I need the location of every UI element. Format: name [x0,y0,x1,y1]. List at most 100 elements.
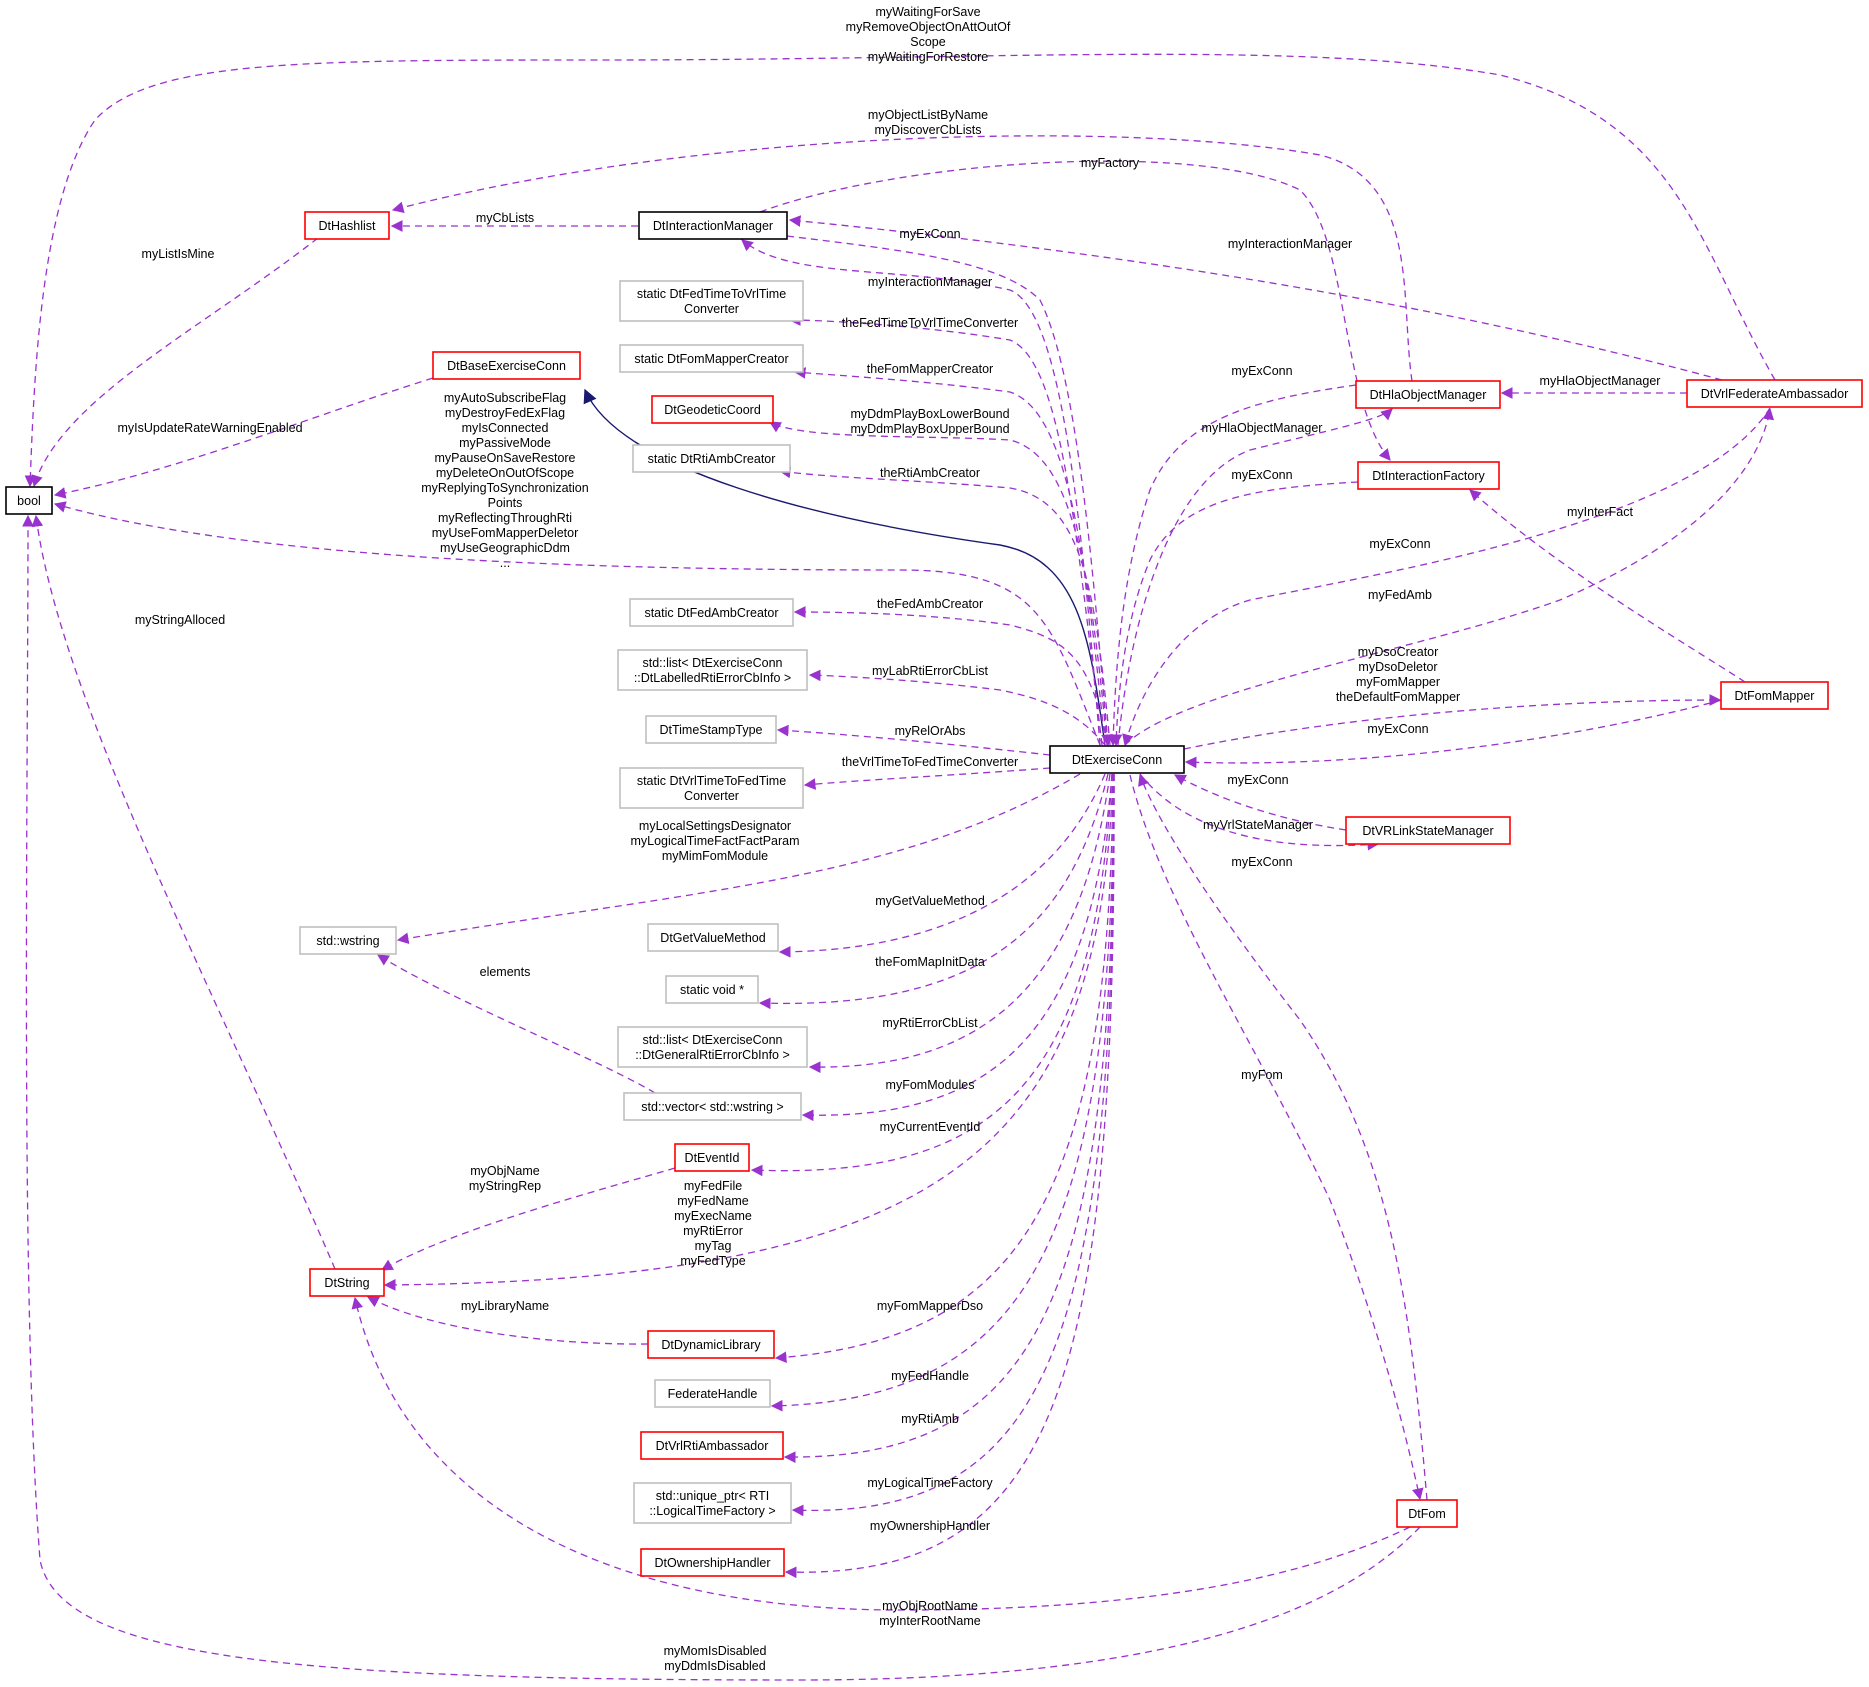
class-node-bool[interactable]: bool [5,486,53,515]
edge-label: myCurrentEventId [880,1120,981,1134]
class-node-box [640,1431,784,1460]
class-node-baseExerciseConn[interactable]: DtBaseExerciseConn [432,351,581,380]
edge-label: myListIsMine [142,247,215,261]
usage-edge [380,1167,676,1271]
class-node-vrLinkStateManager[interactable]: DtVRLinkStateManager [1345,816,1511,845]
class-node-box [309,1268,385,1297]
edge-label: myInteractionManager [1228,237,1352,251]
edge-label: myFomMapper [1356,675,1440,689]
edge-label: myIsConnected [462,421,549,435]
edge-label: myFedName [677,1194,749,1208]
edge-label: myExConn [1227,773,1288,787]
class-node-fomMapper[interactable]: DtFomMapper [1720,681,1829,710]
class-node-label: DtHlaObjectManager [1370,388,1487,402]
edge-label: myLabRtiErrorCbList [872,664,989,678]
class-node-box [638,211,788,240]
class-node-federateHandle[interactable]: FederateHandle [654,1379,771,1408]
edge-label: theFedTimeToVrlTimeConverter [842,316,1018,330]
class-node-dtString[interactable]: DtString [309,1268,385,1297]
class-node-vrlRtiAmbassador[interactable]: DtVrlRtiAmbassador [640,1431,784,1460]
edge-label: myInterRootName [879,1614,980,1628]
class-node-staticVoid[interactable]: static void * [665,975,759,1004]
class-node-ownershipHandler[interactable]: DtOwnershipHandler [640,1548,785,1577]
usage-edge [351,1296,1411,1611]
edge-label: myExConn [1369,537,1430,551]
edge-label: myMomIsDisabled [664,1644,767,1658]
usage-edge [759,160,1391,461]
edge-label: myRtiAmb [901,1412,959,1426]
class-node-box [1345,816,1511,845]
class-node-box [645,715,777,744]
edge-label: myReflectingThroughRti [438,511,572,525]
usage-edge [1107,384,1357,747]
class-node-fomMapperCreator[interactable]: static DtFomMapperCreator [619,344,804,373]
class-node-wstring[interactable]: std::wstring [299,926,397,955]
class-node-box [5,486,53,515]
edge-label: myTag [695,1239,732,1253]
edge-label: myDeleteOnOutOfScope [436,466,574,480]
class-node-label: Converter [684,302,739,316]
usage-edge [53,501,1101,746]
class-node-vrlFederateAmbassador[interactable]: DtVrlFederateAmbassador [1686,379,1863,408]
usage-edge [776,724,1051,756]
edge-label: Scope [910,35,945,49]
class-node-box [654,1379,771,1408]
edge-label: myDestroyFedExFlag [445,406,565,420]
edge-label: myFomMapperDso [877,1299,983,1313]
edge-label: myRtiErrorCbList [882,1016,978,1030]
class-node-box [619,344,804,373]
class-node-genList[interactable]: std::list< DtExerciseConn::DtGeneralRtiE… [617,1026,808,1068]
class-node-labList[interactable]: std::list< DtExerciseConn::DtLabelledRti… [617,649,808,691]
usage-edge [808,669,1106,746]
class-node-label: DtFomMapper [1735,689,1815,703]
class-node-fedAmbCreator[interactable]: static DtFedAmbCreator [629,598,794,627]
usage-edge [377,954,656,1094]
class-node-box [1355,380,1501,409]
class-node-interactionFactory[interactable]: DtInteractionFactory [1357,461,1500,490]
usage-edge [750,773,1113,1177]
usage-edge [1184,699,1723,769]
class-node-dtFom[interactable]: DtFom [1396,1499,1458,1528]
class-node-rtiAmbCreator[interactable]: static DtRtiAmbCreator [632,444,791,473]
class-node-hashlist[interactable]: DtHashlist [304,211,390,240]
edge-label: myCbLists [476,211,534,225]
usage-edge [383,773,1114,1291]
class-node-hlaObjectManager[interactable]: DtHlaObjectManager [1355,380,1501,409]
class-node-geodeticCoord[interactable]: DtGeodeticCoord [651,395,774,424]
class-node-box [617,649,808,691]
class-node-getValueMethod[interactable]: DtGetValueMethod [647,923,779,952]
class-node-wstringVector[interactable]: std::vector< std::wstring > [623,1092,802,1121]
edge-label: myFedAmb [1368,588,1432,602]
class-node-exerciseConn[interactable]: DtExerciseConn [1049,745,1185,774]
usage-edge [1129,774,1424,1501]
class-node-box [432,351,581,380]
class-node-label: std::vector< std::wstring > [641,1100,783,1114]
edge-label: myRtiError [683,1224,743,1238]
usage-edge [803,767,1051,790]
class-node-label: DtInteractionFactory [1372,469,1485,483]
edge-label: ... [500,556,510,570]
class-node-eventId[interactable]: DtEventId [674,1143,750,1172]
edge-label: theRtiAmbCreator [880,466,980,480]
class-node-uniquePtr[interactable]: std::unique_ptr< RTI::LogicalTimeFactory… [633,1482,792,1524]
class-node-dynamicLibrary[interactable]: DtDynamicLibrary [647,1330,775,1359]
class-node-timeStampType[interactable]: DtTimeStampType [645,715,777,744]
usage-edge [793,367,1106,746]
edge-label: myOwnershipHandler [870,1519,990,1533]
class-node-interactionManager[interactable]: DtInteractionManager [638,211,788,240]
edges-layer [22,53,1776,1681]
usage-edge [1183,694,1722,750]
edge-label: myMimFomModule [662,849,768,863]
class-node-box [617,1026,808,1068]
usage-edge [778,773,1106,958]
edge-label: myFomModules [886,1078,975,1092]
edge-label: myFom [1241,1068,1283,1082]
edge-label: myStringRep [469,1179,541,1193]
class-node-box [1720,681,1829,710]
class-node-box [619,280,804,322]
class-node-box [1396,1499,1458,1528]
edge-label: myWaitingForRestore [868,50,988,64]
edge-label: myVrlStateManager [1203,818,1313,832]
